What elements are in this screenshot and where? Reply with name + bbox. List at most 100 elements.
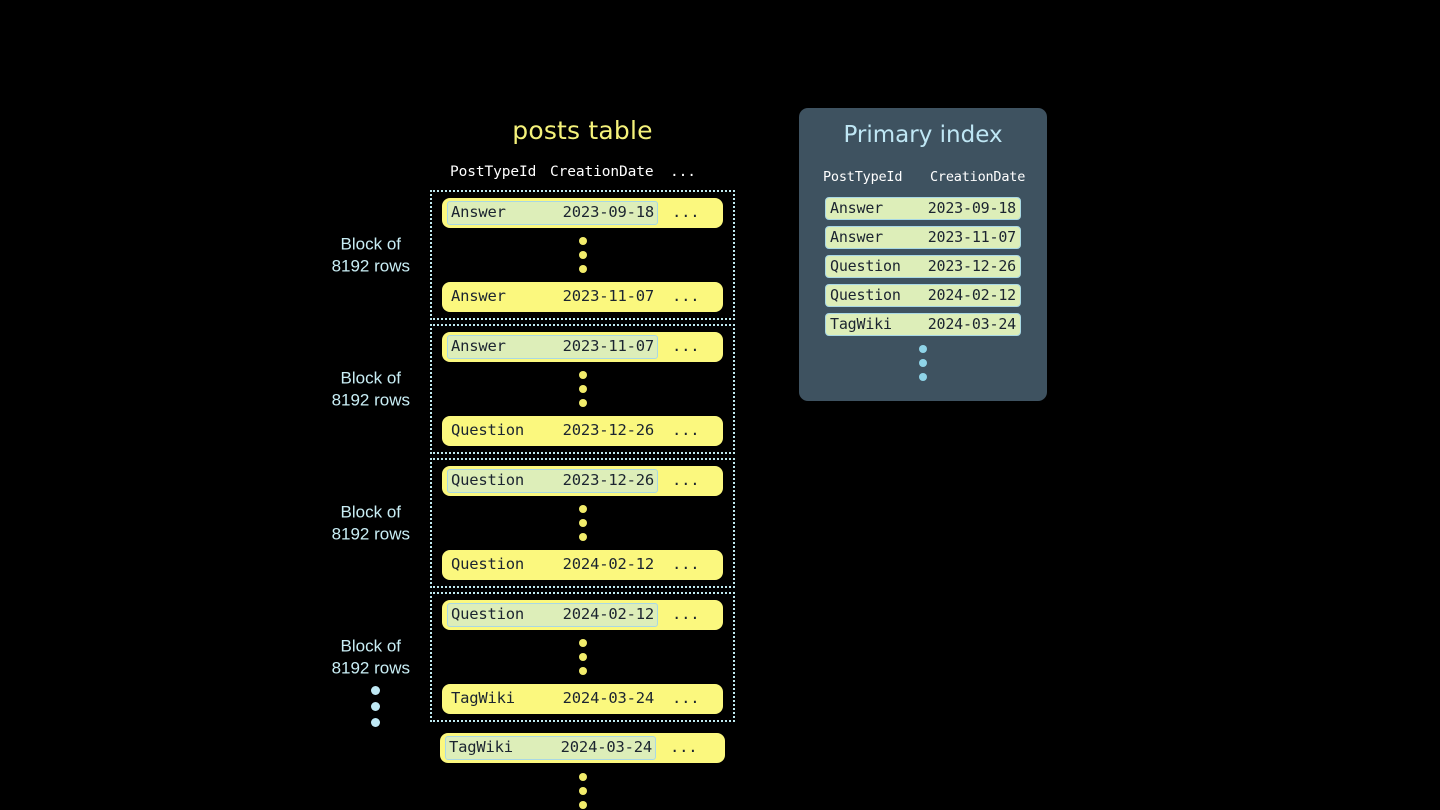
index-cell-posttypeid: TagWiki: [830, 315, 892, 333]
block-label-line2: 8192 rows: [331, 256, 410, 275]
dot-icon: [578, 787, 587, 795]
row-cell-more: ...: [670, 738, 698, 757]
dot-icon: [578, 505, 587, 513]
dot-icon: [578, 653, 587, 661]
index-cell-creationdate: 2023-12-26: [927, 257, 1017, 275]
index-cell-creationdate: 2023-09-18: [927, 199, 1017, 217]
dot-icon: [578, 385, 587, 393]
index-row[interactable]: Question 2023-12-26: [825, 255, 1021, 278]
block-label-line1: Block of: [340, 368, 402, 388]
row-cell-posttypeid: Answer: [451, 203, 506, 222]
row-cell-creationdate: 2024-02-12: [562, 555, 655, 574]
row-cell-posttypeid: TagWiki: [449, 738, 513, 757]
block-label: Block of 8192 rows: [332, 501, 410, 545]
block-row-continuation-dots: [432, 362, 733, 416]
row-key-cells: TagWiki 2024-03-24: [447, 687, 658, 711]
dot-icon: [578, 667, 587, 675]
dot-icon: [371, 686, 380, 695]
row-cell-posttypeid: TagWiki: [451, 689, 515, 708]
dot-icon: [371, 718, 380, 727]
row-cell-creationdate: 2024-03-24: [560, 738, 653, 757]
column-header-creationdate: CreationDate: [550, 164, 654, 180]
row-key-cells: Answer 2023-11-07: [447, 335, 658, 359]
block-label-line1: Block of: [340, 636, 402, 656]
dot-icon: [919, 345, 927, 353]
block-label-line1: Block of: [340, 234, 402, 254]
dot-icon: [919, 359, 927, 367]
row-cell-posttypeid: Question: [451, 605, 525, 624]
column-header-more: ...: [670, 164, 696, 180]
dot-icon: [578, 533, 587, 541]
index-cell-posttypeid: Question: [830, 286, 901, 304]
row-cell-creationdate: 2024-03-24: [562, 689, 655, 708]
row-key-cells: Question 2024-02-12: [447, 603, 658, 627]
dot-icon: [578, 371, 587, 379]
index-column-header-creationdate: CreationDate: [930, 169, 1026, 185]
index-row[interactable]: Answer 2023-11-07: [825, 226, 1021, 249]
posts-table-title: posts table: [512, 116, 653, 145]
row-cell-posttypeid: Question: [451, 555, 525, 574]
row-cell-creationdate: 2023-11-07: [562, 337, 655, 356]
row-cell-more: ...: [672, 421, 700, 440]
dot-icon: [578, 801, 587, 809]
row-cell-more: ...: [672, 203, 700, 222]
dot-icon: [371, 702, 380, 711]
row-cell-more: ...: [672, 555, 700, 574]
index-column-header-posttypeid: PostTypeId: [823, 169, 903, 185]
dot-icon: [578, 773, 587, 781]
row-cell-more: ...: [672, 337, 700, 356]
index-cell-posttypeid: Answer: [830, 228, 883, 246]
index-row[interactable]: Question 2024-02-12: [825, 284, 1021, 307]
index-cell-creationdate: 2023-11-07: [927, 228, 1017, 246]
primary-index-title: Primary index: [843, 122, 1003, 148]
row-cell-more: ...: [672, 471, 700, 490]
block-row-continuation-dots: [432, 228, 733, 282]
row-key-cells: TagWiki 2024-03-24: [445, 736, 656, 760]
primary-index-panel: Primary index PostTypeId CreationDate An…: [799, 108, 1047, 401]
index-continuation-dots: [799, 345, 1047, 381]
dot-icon: [578, 399, 587, 407]
column-header-posttypeid: PostTypeId: [450, 164, 537, 180]
blocks-continuation-dots: [371, 686, 380, 727]
block-row-continuation-dots: [432, 496, 733, 550]
row-cell-more: ...: [672, 287, 700, 306]
dot-icon: [578, 519, 587, 527]
posts-table-column-headers: PostTypeId CreationDate ...: [430, 164, 735, 180]
row-cell-posttypeid: Question: [451, 421, 525, 440]
block-label: Block of 8192 rows: [332, 367, 410, 411]
row-cell-posttypeid: Answer: [451, 287, 506, 306]
index-cell-posttypeid: Question: [830, 257, 901, 275]
dot-icon: [578, 265, 587, 273]
row-cell-creationdate: 2024-02-12: [562, 605, 655, 624]
block-label-line2: 8192 rows: [331, 524, 410, 543]
index-cell-creationdate: 2024-02-12: [927, 286, 1017, 304]
table-row[interactable]: TagWiki 2024-03-24 ...: [440, 733, 725, 763]
block-label-line2: 8192 rows: [331, 390, 410, 409]
block-label-line1: Block of: [340, 502, 402, 522]
dot-icon: [919, 373, 927, 381]
posts-table-section: posts table PostTypeId CreationDate ... …: [332, 116, 735, 809]
table-row[interactable]: Answer 2023-11-07...: [442, 332, 723, 362]
block-label-line2: 8192 rows: [331, 658, 410, 677]
primary-index-column-headers: PostTypeId CreationDate: [799, 169, 1047, 185]
row-cell-creationdate: 2023-12-26: [562, 471, 655, 490]
row-cell-posttypeid: Answer: [451, 337, 506, 356]
table-row[interactable]: Question 2024-02-12...: [442, 550, 723, 580]
block-row-continuation-dots: [432, 630, 733, 684]
